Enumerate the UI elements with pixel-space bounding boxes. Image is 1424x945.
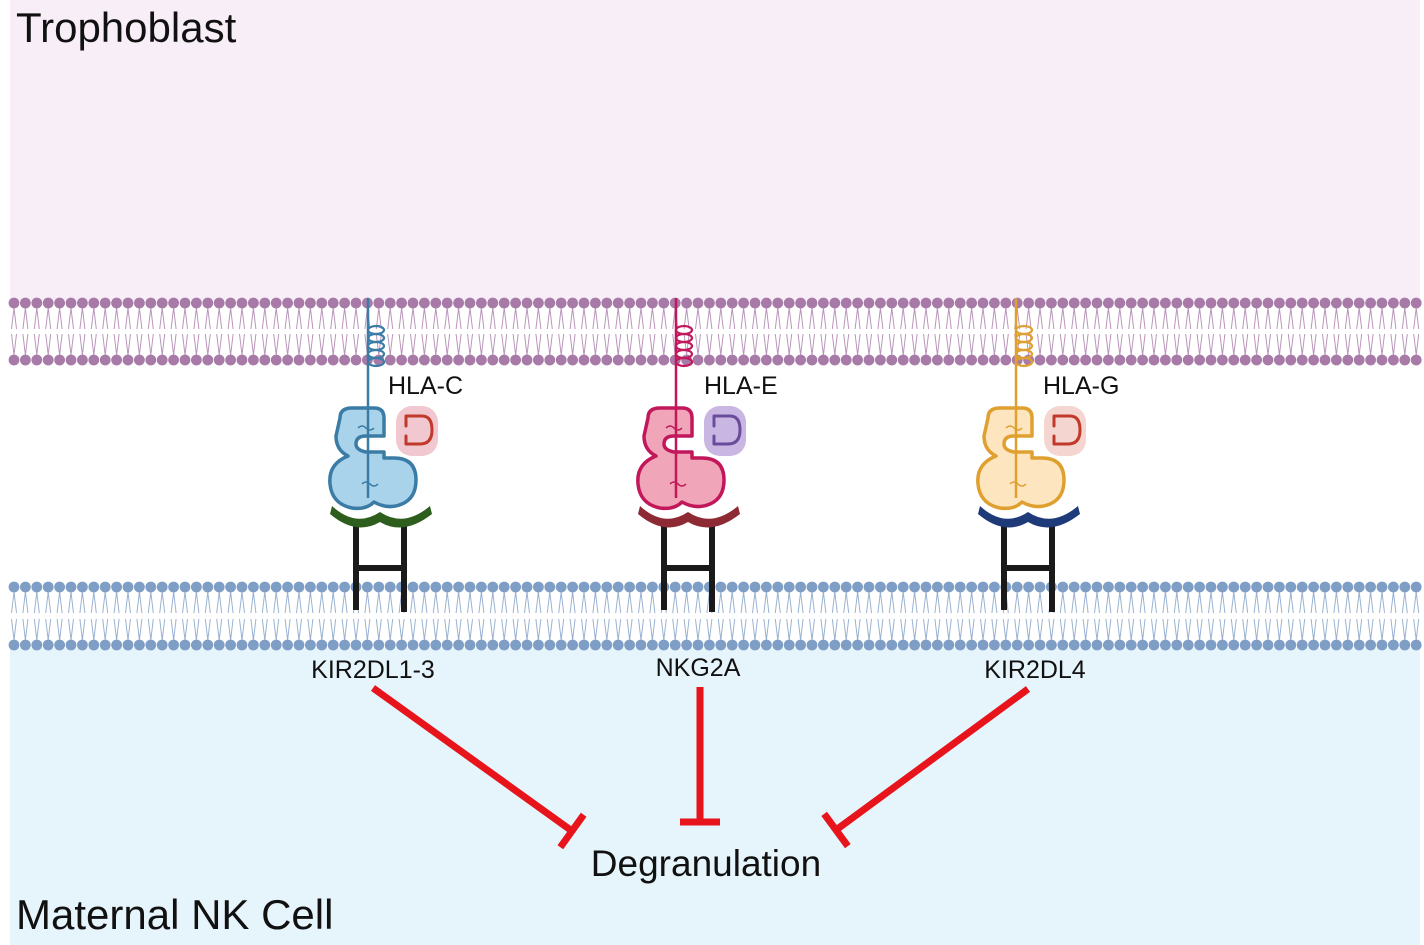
receptor-binding-domain bbox=[330, 506, 432, 528]
receptor-label-nkg2a: NKG2A bbox=[656, 654, 741, 682]
complex-hla-e-nkg2a bbox=[636, 298, 746, 612]
nk-cell-membrane bbox=[8, 581, 1422, 651]
ligand-anchor bbox=[366, 298, 386, 498]
receptor-label-kir2dl4: KIR2DL4 bbox=[984, 656, 1086, 684]
inhibition-arrows bbox=[370, 685, 1031, 850]
complex-hla-g-kir2dl4 bbox=[976, 298, 1086, 612]
ligand-label-hla-e: HLA-E bbox=[704, 372, 778, 400]
receptor-binding-domain bbox=[978, 506, 1080, 528]
ligand-molecule bbox=[976, 406, 1086, 511]
receptor-binding-domain bbox=[638, 506, 740, 528]
ligand-label-hla-c: HLA-C bbox=[388, 372, 463, 400]
trophoblast-label: Trophoblast bbox=[16, 4, 237, 51]
receptor-label-kir2dl1-3: KIR2DL1-3 bbox=[311, 656, 435, 684]
inhibit-from-nkg2a bbox=[680, 687, 720, 826]
nk-cell-cytoplasm bbox=[10, 648, 1420, 945]
ligand-anchor bbox=[674, 298, 694, 498]
inhibit-from-kir2dl4 bbox=[821, 686, 1031, 849]
trophoblast-cytoplasm bbox=[10, 0, 1420, 300]
ligand-molecule bbox=[328, 406, 438, 511]
complex-hla-c-kir2dl1-3 bbox=[328, 298, 438, 612]
receptor-stalk bbox=[661, 522, 715, 612]
receptor-stalk bbox=[353, 522, 407, 612]
receptor-stalk bbox=[1001, 522, 1055, 612]
nk-cell-label: Maternal NK Cell bbox=[16, 891, 333, 938]
ligand-molecule bbox=[636, 406, 746, 511]
ligand-label-hla-g: HLA-G bbox=[1043, 372, 1119, 400]
ligand-anchor bbox=[1014, 298, 1034, 498]
inhibit-from-kir2dl1-3 bbox=[370, 685, 587, 850]
receptor-ligand-complexes bbox=[328, 298, 1086, 612]
trophoblast-membrane bbox=[8, 297, 1422, 366]
degranulation-label: Degranulation bbox=[591, 843, 821, 884]
